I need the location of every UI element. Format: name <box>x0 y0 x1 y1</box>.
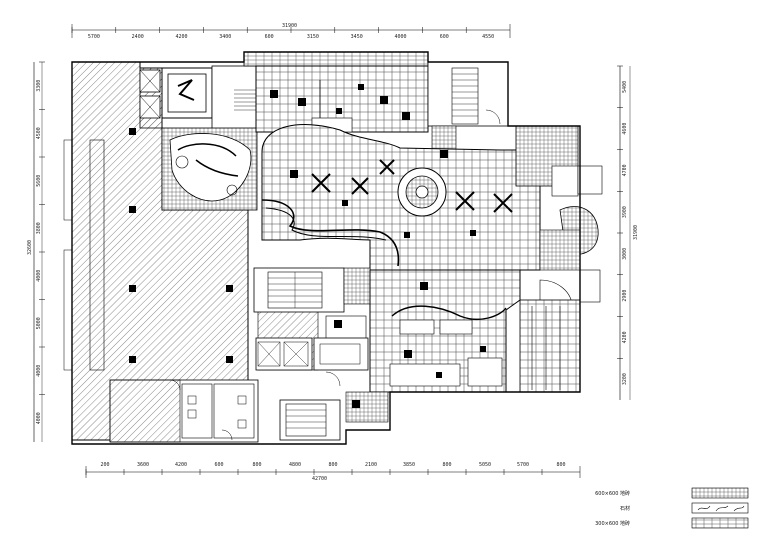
bottom-dim-segment-label: 200 <box>100 462 109 468</box>
bottom-dim-segment-label: 5050 <box>479 462 491 468</box>
legend-label-1: 600×600 地砖 <box>595 490 630 497</box>
left-dim-segment-label: 4000 <box>36 270 42 282</box>
dining-hall <box>261 124 541 271</box>
left-dim-segment-label: 3800 <box>36 222 42 234</box>
left-dim-segment-label: 5000 <box>36 317 42 329</box>
right-overall-dim: 31900 <box>633 225 639 240</box>
left-dim-segment-label: 3300 <box>36 80 42 92</box>
right-dim-segment-label: 3200 <box>622 373 628 385</box>
private-rooms-right <box>515 125 603 393</box>
top-dim-segment-label: 2400 <box>132 34 144 40</box>
left-dim-segment-label: 4500 <box>36 127 42 139</box>
bottom-dim-segment-label: 4200 <box>175 462 187 468</box>
left-overall-dim: 32600 <box>27 240 33 255</box>
right-dim-segment-label: 3900 <box>622 206 628 218</box>
top-dim-segment-label: 600 <box>440 34 449 40</box>
right-dim-segment-label: 4600 <box>622 123 628 135</box>
legend-item: 石材 <box>620 502 749 514</box>
bottom-dim-segment-label: 5700 <box>517 462 529 468</box>
right-dimension-line: 31900 5400 4600 4700 3900 3000 2900 4200 3200 <box>617 65 639 400</box>
top-dim-segment-label: 5700 <box>88 34 100 40</box>
legend-item: 300×600 地砖 <box>595 517 749 529</box>
top-dim-segment-label: 3150 <box>307 34 319 40</box>
elevator-core <box>139 65 257 137</box>
top-dimension-line: 31900 5700 2400 4200 3400 600 3150 3450 4000 600… <box>71 23 511 40</box>
right-dim-segment-label: 2900 <box>622 290 628 302</box>
bottom-dimension-line: 42700 200 3600 4200 600 800 4800 800 2100 3850 80… <box>85 462 581 482</box>
bottom-dim-segment-label: 4800 <box>289 462 301 468</box>
central-lower-zone <box>253 267 371 371</box>
bottom-dim-segment-label: 3600 <box>137 462 149 468</box>
top-dim-segment-label: 4000 <box>394 34 406 40</box>
bottom-dim-segment-label: 3850 <box>403 462 415 468</box>
legend-swatch-brick <box>691 517 749 529</box>
seating-lower <box>369 269 521 393</box>
bottom-dim-segment-label: 800 <box>328 462 337 468</box>
right-dim-segment-label: 5400 <box>622 81 628 93</box>
right-dim-segment-label: 4700 <box>622 164 628 176</box>
top-dim-segment-label: 4200 <box>175 34 187 40</box>
restaurant-top <box>243 51 429 133</box>
lounge-area <box>161 127 258 211</box>
left-dim-segment-label: 4000 <box>36 412 42 424</box>
right-dim-segment-label: 4200 <box>622 331 628 343</box>
legend-swatch-grid <box>691 487 749 499</box>
legend: 600×600 地砖 石材 300×600 地砖 <box>595 487 749 529</box>
bottom-overall-dim: 42700 <box>312 476 327 482</box>
bottom-dim-segment-label: 800 <box>252 462 261 468</box>
building-outline <box>71 51 581 445</box>
stair-top-right <box>427 61 509 155</box>
service-bottom <box>279 371 389 441</box>
bottom-dim-segment-label: 600 <box>214 462 223 468</box>
right-dim-segment-label: 3000 <box>622 248 628 260</box>
legend-item: 600×600 地砖 <box>595 487 749 499</box>
left-dim-segment-label: 5600 <box>36 175 42 187</box>
legend-label-2: 石材 <box>620 505 630 512</box>
left-dimension-line: 32600 3300 4500 5600 3800 4000 5000 4000 4000 <box>27 61 45 442</box>
top-dim-segment-label: 3400 <box>219 34 231 40</box>
legend-label-3: 300×600 地砖 <box>595 520 630 527</box>
top-dim-segment-label: 4550 <box>482 34 494 40</box>
bottom-dim-segment-label: 800 <box>442 462 451 468</box>
top-dim-segment-label: 3450 <box>351 34 363 40</box>
top-dim-segment-label: 600 <box>265 34 274 40</box>
bottom-dim-segment-label: 2100 <box>365 462 377 468</box>
top-overall-dim: 31900 <box>282 23 297 29</box>
left-dim-segment-label: 4000 <box>36 365 42 377</box>
bottom-dim-segment-label: 800 <box>556 462 565 468</box>
toilet-block <box>109 379 259 443</box>
